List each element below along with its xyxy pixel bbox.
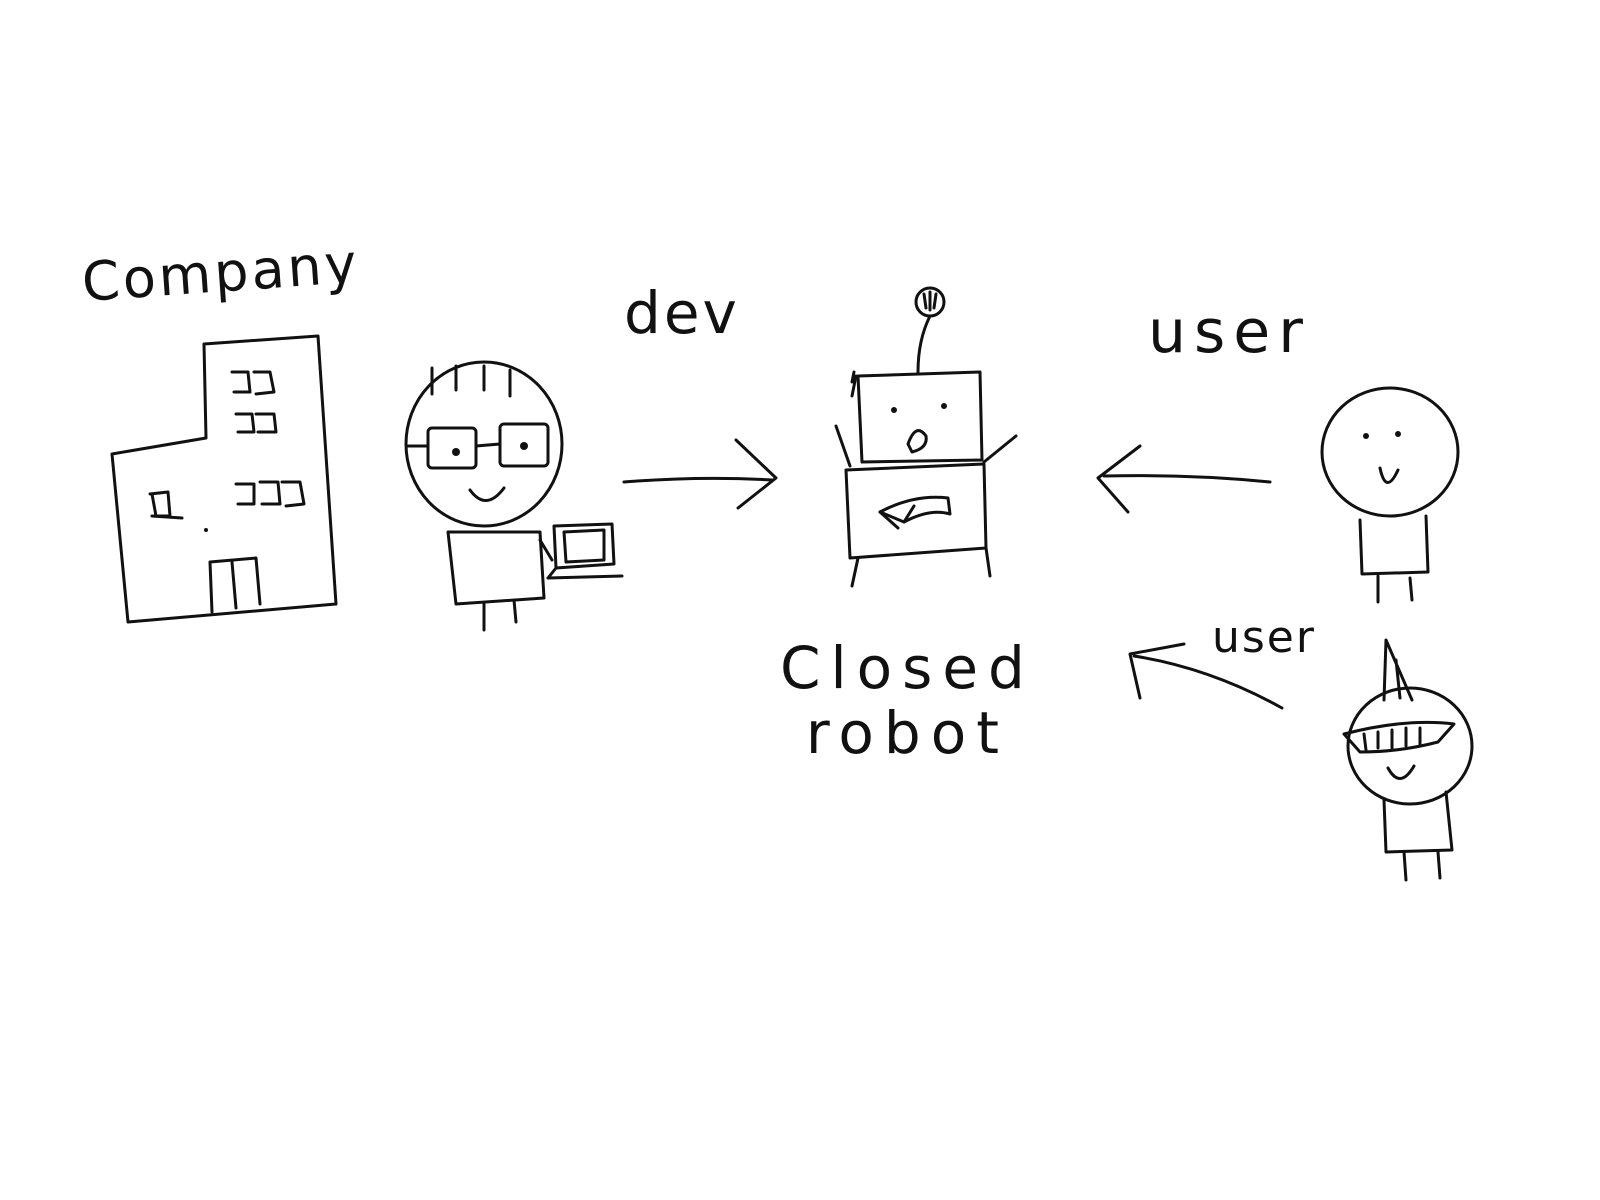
developer-figure-icon: [404, 360, 624, 632]
user-with-sunglasses-figure-icon: [1342, 638, 1474, 882]
user-figure-icon: [1320, 386, 1460, 604]
closed-robot-icon: [834, 286, 1018, 588]
user-label-bottom: user: [1212, 612, 1316, 663]
closed-robot-label: Closed robot: [780, 636, 1035, 766]
user-to-robot-arrow-icon: [1096, 444, 1272, 514]
dev-to-robot-arrow-icon: [622, 438, 778, 510]
user-label-top: user: [1148, 297, 1311, 367]
closed-robot-label-line1: Closed: [780, 634, 1035, 702]
dev-label: dev: [624, 279, 740, 347]
closed-robot-label-line2: robot: [805, 698, 1009, 767]
company-building-icon: [110, 334, 338, 624]
cool-user-to-robot-arrow-icon: [1128, 642, 1284, 710]
